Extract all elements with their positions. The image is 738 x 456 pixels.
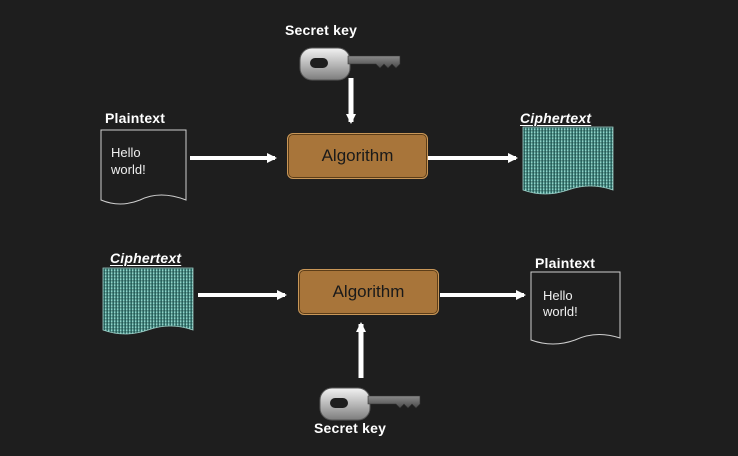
ciphertext-document-icon (522, 126, 614, 195)
plaintext-line1: Hello (111, 145, 141, 160)
secret-key-label: Secret key (314, 420, 387, 436)
ciphertext-label: Ciphertext (110, 250, 182, 266)
plaintext-line2: world! (543, 304, 578, 319)
plaintext-document-icon (530, 271, 621, 345)
key-icon (299, 47, 401, 81)
plaintext-document-icon (100, 129, 187, 205)
secret-key-label: Secret key (285, 22, 358, 38)
plaintext-label: Plaintext (105, 110, 166, 126)
plaintext-line1: Hello (543, 288, 573, 303)
encryption-algorithm-box: Algorithm (287, 133, 428, 179)
key-icon (319, 387, 421, 421)
decryption-algorithm-box: Algorithm (298, 269, 439, 315)
plaintext-line2: world! (111, 162, 146, 177)
ciphertext-document-icon (102, 267, 194, 335)
ciphertext-label: Ciphertext (520, 110, 592, 126)
plaintext-label: Plaintext (535, 255, 596, 271)
